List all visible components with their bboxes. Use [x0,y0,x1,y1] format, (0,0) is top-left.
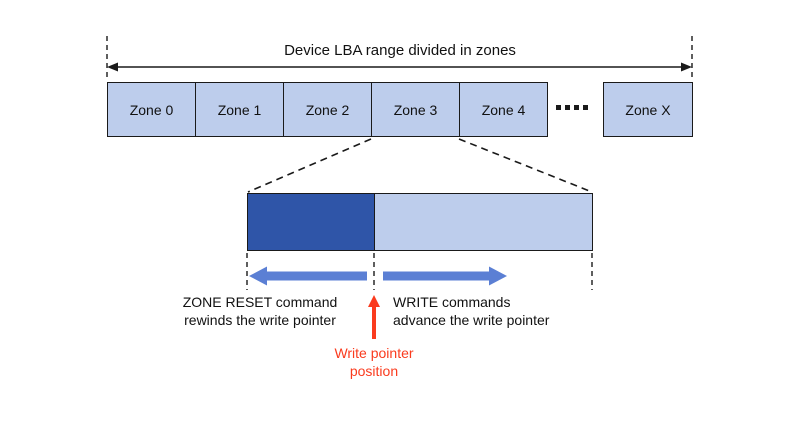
write-pointer-label: Write pointer position [304,344,444,380]
reset-command-line1: ZONE RESET command [182,294,338,310]
zone-box-2: Zone 2 [283,82,372,137]
write-pointer-line1: Write pointer [334,345,414,361]
zoom-connector-line-left [247,138,372,193]
zone-box-4: Zone 4 [459,82,548,137]
zone-box-x: Zone X [603,82,693,137]
write-command-line2: advance the write pointer [393,312,550,328]
diagram-title: Device LBA range divided in zones [284,42,516,59]
write-pointer-arrowhead [368,295,380,307]
reset-direction-arrowhead [249,266,267,286]
lba-range-arrowhead-left [107,62,118,72]
expanded-zone-written-region [248,194,375,250]
zones-ellipsis-icon [556,105,588,110]
write-pointer-line2: position [349,363,399,379]
lba-range-arrowhead-right [681,62,692,72]
zoom-connector-line-right [458,138,593,193]
write-command-line1: WRITE commands [393,294,511,310]
zone-box-3: Zone 3 [371,82,460,137]
reset-command-label: ZONE RESET command rewinds the write poi… [162,293,358,329]
write-direction-arrowhead [489,266,507,286]
zone-box-0: Zone 0 [107,82,196,137]
reset-command-line2: rewinds the write pointer [184,312,336,328]
zone-box-1: Zone 1 [195,82,284,137]
expanded-zone-box [247,193,593,251]
write-command-label: WRITE commands advance the write pointer [393,293,613,329]
